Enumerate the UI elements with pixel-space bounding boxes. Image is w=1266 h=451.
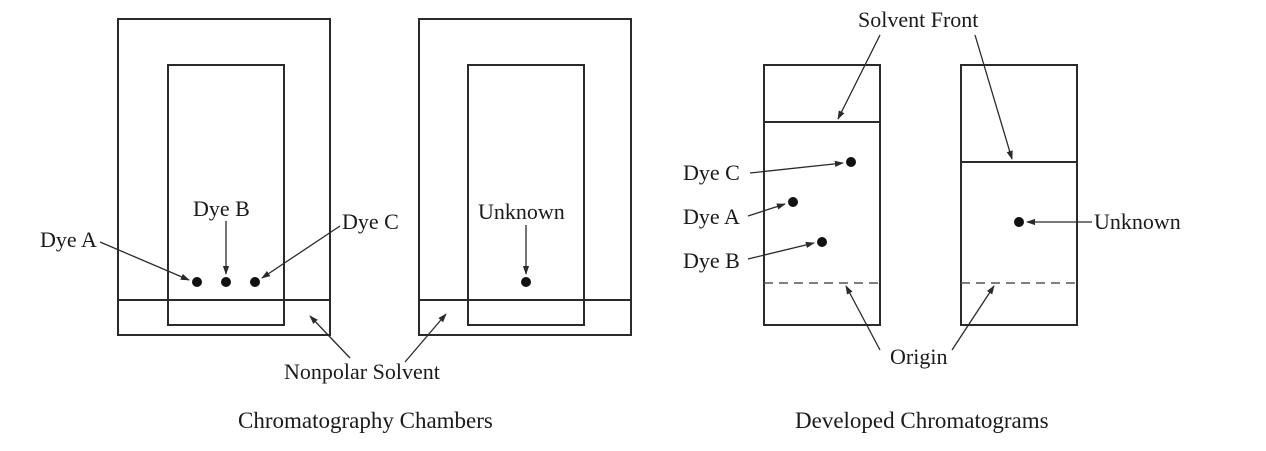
dye-b-spot — [817, 237, 827, 247]
chambers-group: Dye A Dye B Dye C Unknown Nonpolar Solve… — [40, 18, 632, 433]
chamber-outline — [418, 18, 632, 336]
solvent-pointer-right — [404, 313, 447, 363]
paper-strip — [167, 64, 285, 326]
dye-a-label: Dye A — [40, 227, 97, 252]
dye-a-label: Dye A — [683, 204, 740, 229]
dye-b-spot — [221, 277, 231, 287]
unknown-label: Unknown — [478, 199, 565, 224]
dye-c-pointer — [261, 225, 341, 279]
dye-a-spot — [788, 197, 798, 207]
dye-b-pointer — [747, 241, 815, 260]
dye-a-spot — [192, 277, 202, 287]
solvent-front-label: Solvent Front — [858, 7, 978, 32]
dye-c-label: Dye C — [342, 209, 399, 234]
solvent-front-pointer-left — [837, 34, 881, 120]
chamber-known-dyes: Dye A Dye B Dye C — [40, 18, 399, 336]
dye-c-spot — [846, 157, 856, 167]
developed-group: Dye C Dye A Dye B Unknown Solvent Front … — [683, 7, 1181, 433]
nonpolar-solvent-label: Nonpolar Solvent — [284, 359, 440, 384]
dye-c-pointer — [749, 160, 844, 174]
chamber-unknown: Unknown — [418, 18, 632, 336]
chambers-caption: Chromatography Chambers — [238, 408, 493, 433]
developed-strip-unknown: Unknown — [960, 64, 1181, 326]
chamber-outline — [117, 18, 331, 336]
paper-strip — [467, 64, 585, 326]
unknown-label: Unknown — [1094, 209, 1181, 234]
dye-b-label: Dye B — [193, 196, 250, 221]
origin-pointer-left — [845, 285, 881, 351]
origin-pointer-right — [951, 285, 995, 351]
dye-c-label: Dye C — [683, 160, 740, 185]
origin-label: Origin — [890, 344, 947, 369]
dye-b-label: Dye B — [683, 248, 740, 273]
dye-c-spot — [250, 277, 260, 287]
developed-strip-known: Dye C Dye A Dye B — [683, 64, 881, 326]
solvent-front-pointer-right — [974, 34, 1013, 160]
unknown-spot — [521, 277, 531, 287]
solvent-pointer-left — [309, 315, 351, 359]
dye-a-pointer — [747, 203, 786, 217]
strip-outline — [960, 64, 1078, 326]
strip-outline — [763, 64, 881, 326]
dye-a-pointer — [99, 241, 190, 281]
developed-caption: Developed Chromatograms — [795, 408, 1049, 433]
unknown-spot — [1014, 217, 1024, 227]
